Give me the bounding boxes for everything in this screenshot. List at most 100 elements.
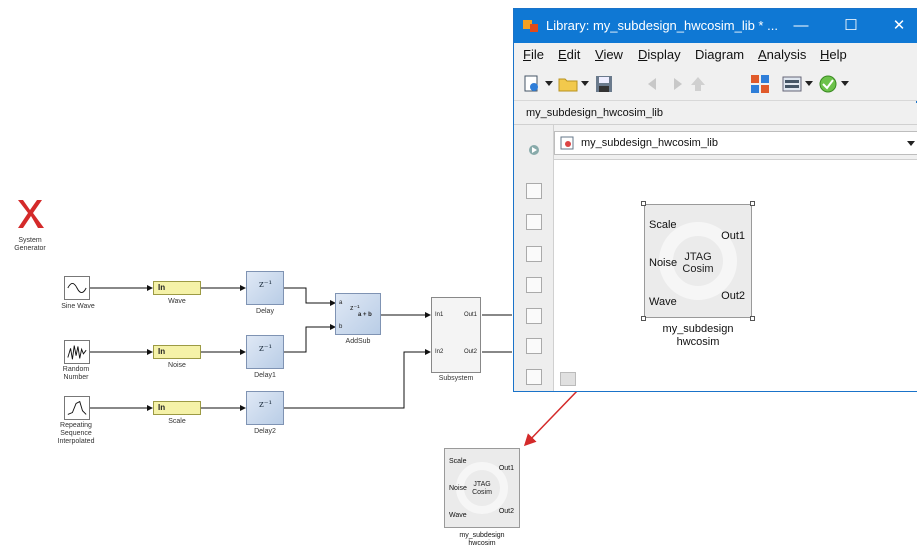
addsub-glyph: z⁻¹ [350, 305, 360, 312]
system-generator-label-2: Generator [14, 245, 46, 252]
address-text: my_subdesign_hwcosim_lib [581, 137, 718, 149]
forward-icon[interactable] [666, 74, 686, 94]
addsub-port-b: b [339, 324, 343, 330]
menu-diagram[interactable]: Diagram [695, 47, 744, 62]
back-icon[interactable] [644, 74, 664, 94]
menu-accel: A [758, 47, 767, 62]
gateway-in-noise[interactable]: In [153, 345, 201, 359]
new-dropdown-icon[interactable] [545, 81, 553, 86]
input-port-scale: Scale [649, 219, 677, 231]
gateway-in-wave[interactable]: In [153, 281, 201, 295]
addsub-label: AddSub [345, 338, 371, 345]
addsub-block[interactable]: a b z⁻¹ a + b [335, 293, 381, 335]
delay1-glyph: z⁻¹ [259, 344, 273, 354]
block-center-line1: JTAG [684, 251, 712, 263]
repeating-sequence-label: Repeating Sequence Interpolated [57, 422, 95, 445]
check-icon[interactable] [818, 74, 838, 94]
subsystem-block[interactable]: In1 In2 Out1 Out2 [431, 297, 481, 373]
selection-handle[interactable] [641, 201, 646, 206]
address-box[interactable]: my_subdesign_hwcosim_lib [554, 131, 917, 155]
gateway-in-label: In [158, 403, 166, 412]
menu-edit[interactable]: Edit [558, 47, 580, 62]
delay2-block[interactable]: z⁻¹ [246, 391, 284, 425]
hwcosim-block[interactable]: Scale Noise Wave Out1 Out2 JTAG Cosim [644, 204, 752, 318]
breadcrumb-tab[interactable]: my_subdesign_hwcosim_lib [526, 107, 663, 119]
random-number-label: Random Number [62, 366, 90, 381]
wire-delay-addsub-a [284, 287, 336, 306]
menu-accel: F [523, 47, 531, 62]
input-port-wave: Wave [649, 296, 677, 308]
image-icon[interactable] [526, 277, 542, 293]
open-dropdown-icon[interactable] [581, 81, 589, 86]
library-window: Library: my_subdesign_hwcosim_lib * ... … [513, 8, 917, 392]
gateway-in-scale[interactable]: In [153, 401, 201, 415]
menu-label: nalysis [766, 47, 807, 62]
delay-block[interactable]: z⁻¹ [246, 271, 284, 305]
copied-center-line2: Cosim [472, 489, 492, 496]
config-dropdown-icon[interactable] [805, 81, 813, 86]
fit-view-icon[interactable] [526, 214, 542, 230]
library-titlebar[interactable]: Library: my_subdesign_hwcosim_lib * ... … [514, 9, 917, 43]
address-bar: my_subdesign_hwcosim_lib [554, 125, 917, 159]
menu-analysis[interactable]: Analysis [758, 47, 806, 62]
random-number-block[interactable] [64, 340, 90, 364]
check-dropdown-icon[interactable] [841, 81, 849, 86]
delay1-block[interactable]: z⁻¹ [246, 335, 284, 369]
library-browser-icon[interactable] [750, 74, 770, 94]
canvas-corner-widget[interactable] [560, 372, 576, 386]
subsystem-out2: Out2 [463, 349, 477, 355]
gateway-in-label: In [158, 283, 166, 292]
selection-handle[interactable] [750, 316, 755, 321]
model-config-icon[interactable] [782, 74, 802, 94]
property-inspector-icon[interactable] [526, 369, 542, 385]
system-generator-label-1: System [18, 237, 42, 244]
menu-accel: H [820, 47, 830, 62]
area-icon[interactable] [526, 308, 542, 324]
library-canvas[interactable]: Scale Noise Wave Out1 Out2 JTAG Cosim my… [554, 159, 917, 391]
menu-label: Diagram [695, 47, 745, 62]
menu-accel: E [558, 47, 567, 62]
menu-view[interactable]: View [595, 47, 623, 62]
annotation-icon[interactable] [526, 246, 542, 262]
save-icon[interactable] [594, 74, 614, 94]
new-model-icon[interactable] [522, 74, 542, 94]
repeating-sequence-block[interactable] [64, 396, 90, 420]
sine-wave-icon [67, 282, 87, 294]
block-center-line2: Cosim [682, 263, 714, 275]
copied-hwcosim-block[interactable]: Scale Noise Wave Out1 Out2 JTAG Cosim [444, 448, 520, 528]
zoom-icon[interactable] [526, 183, 542, 199]
block-name-line2: hwcosim [676, 336, 720, 348]
up-icon[interactable] [688, 74, 708, 94]
sine-wave-block[interactable] [64, 276, 90, 300]
hide-browser-icon[interactable] [527, 143, 541, 157]
open-folder-icon[interactable] [558, 74, 578, 94]
maximize-button[interactable]: ☐ [844, 17, 858, 34]
menu-help[interactable]: Help [820, 47, 847, 62]
output-port-out1: Out1 [721, 230, 745, 242]
menu-label: elp [829, 47, 847, 62]
copied-input-wave: Wave [449, 512, 467, 519]
toolbar [514, 67, 917, 101]
selection-handle[interactable] [750, 201, 755, 206]
menu-display[interactable]: Display [638, 47, 681, 62]
minimize-button[interactable]: — [793, 17, 809, 34]
selection-handle[interactable] [641, 316, 646, 321]
sine-wave-label: Sine Wave [61, 303, 95, 310]
menu-label: isplay [647, 47, 681, 62]
copied-block-name-2: hwcosim [468, 540, 496, 547]
menu-bar: File Edit View Display Diagram Analysis … [514, 43, 917, 67]
address-dropdown-icon[interactable] [907, 141, 915, 146]
subsystem-out1: Out1 [463, 312, 477, 318]
menu-file[interactable]: File [523, 47, 544, 62]
addsub-expr: a + b [358, 312, 372, 318]
repeating-sequence-icon [67, 400, 87, 415]
wire-delay1-addsub-b [284, 324, 336, 353]
delay-glyph: z⁻¹ [259, 280, 273, 290]
menu-label: ile [530, 47, 544, 62]
screenshot-icon[interactable] [526, 338, 542, 354]
delay2-label: Delay2 [254, 428, 276, 435]
system-generator-token[interactable]: System Generator [10, 198, 50, 258]
close-button[interactable]: ✕ [892, 17, 906, 34]
subsystem-label: Subsystem [438, 375, 474, 382]
menu-label: dit [566, 47, 581, 62]
